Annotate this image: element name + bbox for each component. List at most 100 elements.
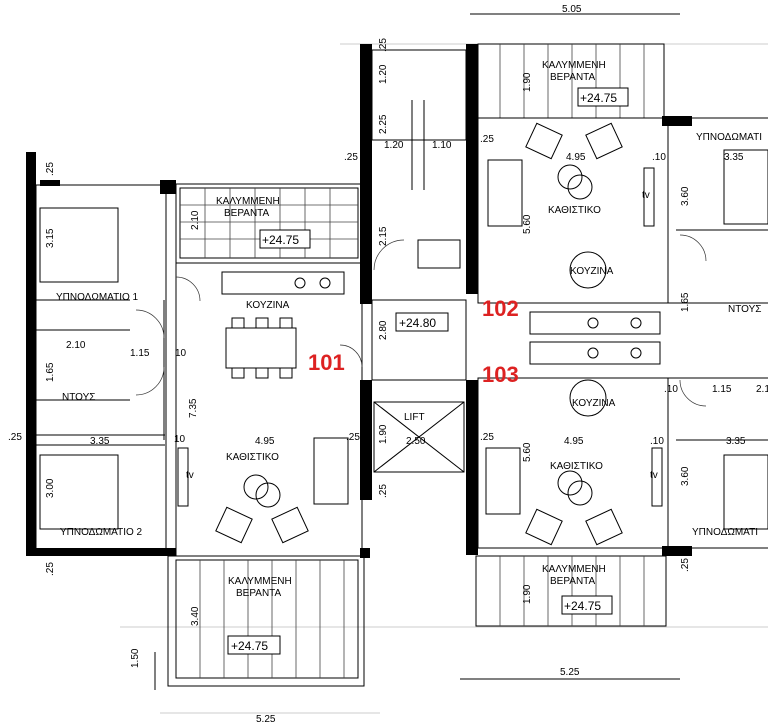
dim-210-103: 2.10 [756,384,768,395]
veranda-101-bottom-line2: ΒΕΡΑΝΤΑ [236,588,282,599]
dim-360-103: 3.60 [680,466,691,486]
dim-335-102: 3.35 [724,152,744,163]
dim-110-stair: 1.10 [432,140,452,151]
level-box-103 [561,595,613,615]
level-box-101-bottom [227,635,281,655]
dim-025-101-bottom: .25 [45,562,56,576]
beds [39,149,768,530]
veranda-103-hatch [475,555,667,627]
dim-495-101: 4.95 [255,436,275,447]
level-box-102 [577,87,629,107]
shower-101-label: ΝΤΟΥΣ [62,392,95,403]
reference-lines [120,13,768,714]
dim-025-103-left: .25 [480,432,494,443]
dim-190-102: 1.90 [522,72,533,92]
veranda-101-bottom-hatch [167,555,365,687]
dim-340-101-veranda: 3.40 [190,606,201,626]
kitchen-103-label: ΚΟΥΖΙΝΑ [572,398,616,409]
dim-top-505: 5.05 [562,4,582,15]
dim-210-101: 2.10 [66,340,86,351]
level-101-bottom: +24.75 [231,639,268,653]
dim-190-lift: 1.90 [378,424,389,444]
dim-115-103: 1.15 [712,384,732,395]
shower-102-label: ΝΤΟΥΣ [728,304,761,315]
dim-bottom-525-right: 5.25 [560,667,580,678]
apartment-102-label: 102 [482,296,519,321]
apartment-102-103-outline [477,117,768,549]
dim-115-101: 1.15 [130,348,150,359]
apartment-103-label: 103 [482,362,519,387]
veranda-101-top-line1: ΚΑΛΥΜΜΕΝΗ [216,196,280,207]
dim-190-103: 1.90 [522,584,533,604]
kitchen-counters [221,271,661,365]
veranda-101-top-line2: ΒΕΡΑΝΤΑ [224,208,270,219]
dim-bottom-525-left: 5.25 [256,714,276,725]
tv-103-label: tv [650,470,658,481]
dim-225-stair: 2.25 [378,114,389,134]
veranda-102-line2: ΒΕΡΑΝΤΑ [550,72,596,83]
level-101-top: +24.75 [262,233,299,247]
dim-120-stair: 1.20 [378,64,389,84]
dining-tables [225,251,607,417]
level-102: +24.75 [580,91,617,105]
dim-025-core-left: .25 [344,152,358,163]
bedroom-2-label: ΥΠΝΟΔΩΜΑΤΙΟ 2 [60,527,143,538]
dim-120-stair-left: 1.20 [384,140,404,151]
level-103: +24.75 [564,599,601,613]
lift-label: LIFT [404,412,425,423]
living-furniture [215,122,623,546]
dim-010-102: .10 [652,152,666,163]
dim-560-102: 5.60 [522,214,533,234]
dim-215-stair: 2.15 [378,226,389,246]
dim-210-101-veranda: 2.10 [190,210,201,230]
dim-495-102: 4.95 [566,152,586,163]
dim-335-103: 3.35 [726,436,746,447]
living-102-label: ΚΑΘΙΣΤΙΚΟ [548,205,601,216]
dim-025-stair-top: .25 [378,38,389,52]
tv-units [177,167,663,507]
door-swings [135,234,707,407]
level-box-landing [395,312,449,332]
dim-560-103: 5.60 [522,442,533,462]
dim-165-102: 1.65 [680,292,691,312]
dim-280-landing: 2.80 [378,320,389,340]
apartment-101-label: 101 [308,350,345,375]
level-box-101-top [259,229,311,249]
dim-315-bed1: 3.15 [45,228,56,248]
dim-10-101-b: 10 [174,434,186,445]
walls [26,44,692,558]
bedroom-1-label: ΥΠΝΟΔΩΜΑΤΙΟ 1 [56,292,139,303]
living-103-label: ΚΑΘΙΣΤΙΚΟ [550,461,603,472]
dim-010-103-b: .10 [664,384,678,395]
dim-250-lift: 2.50 [406,436,426,447]
veranda-102-line1: ΚΑΛΥΜΜΕΝΗ [542,60,606,71]
dim-495-103: 4.95 [564,436,584,447]
dim-025-101-top: .25 [45,162,56,176]
dim-165-101: 1.65 [45,362,56,382]
dim-335-101: 3.35 [90,436,110,447]
bedroom-102-label: ΥΠΝΟΔΩΜΑΤΙ [696,132,762,143]
dim-025-101-right: .25 [346,432,360,443]
dim-025-left-edge: .25 [8,432,22,443]
dim-025-103-bottom: .25 [680,558,691,572]
dim-150-101: 1.50 [130,648,141,668]
dim-025-lift-bottom: .25 [378,484,389,498]
stair-core [371,49,467,473]
tv-102-label: tv [642,190,650,201]
dim-010-103: .10 [650,436,664,447]
level-landing: +24.80 [399,316,436,330]
kitchen-102-label: ΚΟΥΖΙΝΑ [570,266,614,277]
apartment-101-outline [35,183,363,557]
dim-360-102: 3.60 [680,186,691,206]
dim-025-core-right: .25 [480,134,494,145]
living-101-label: ΚΑΘΙΣΤΙΚΟ [226,452,279,463]
dim-735-101: 7.35 [188,398,199,418]
dim-10-101: 10 [175,348,187,359]
veranda-103-line2: ΒΕΡΑΝΤΑ [550,576,596,587]
veranda-103-line1: ΚΑΛΥΜΜΕΝΗ [542,564,606,575]
veranda-101-bottom-line1: ΚΑΛΥΜΜΕΝΗ [228,576,292,587]
dim-300-bed2: 3.00 [45,478,56,498]
bedroom-103-label: ΥΠΝΟΔΩΜΑΤΙ [692,527,758,538]
